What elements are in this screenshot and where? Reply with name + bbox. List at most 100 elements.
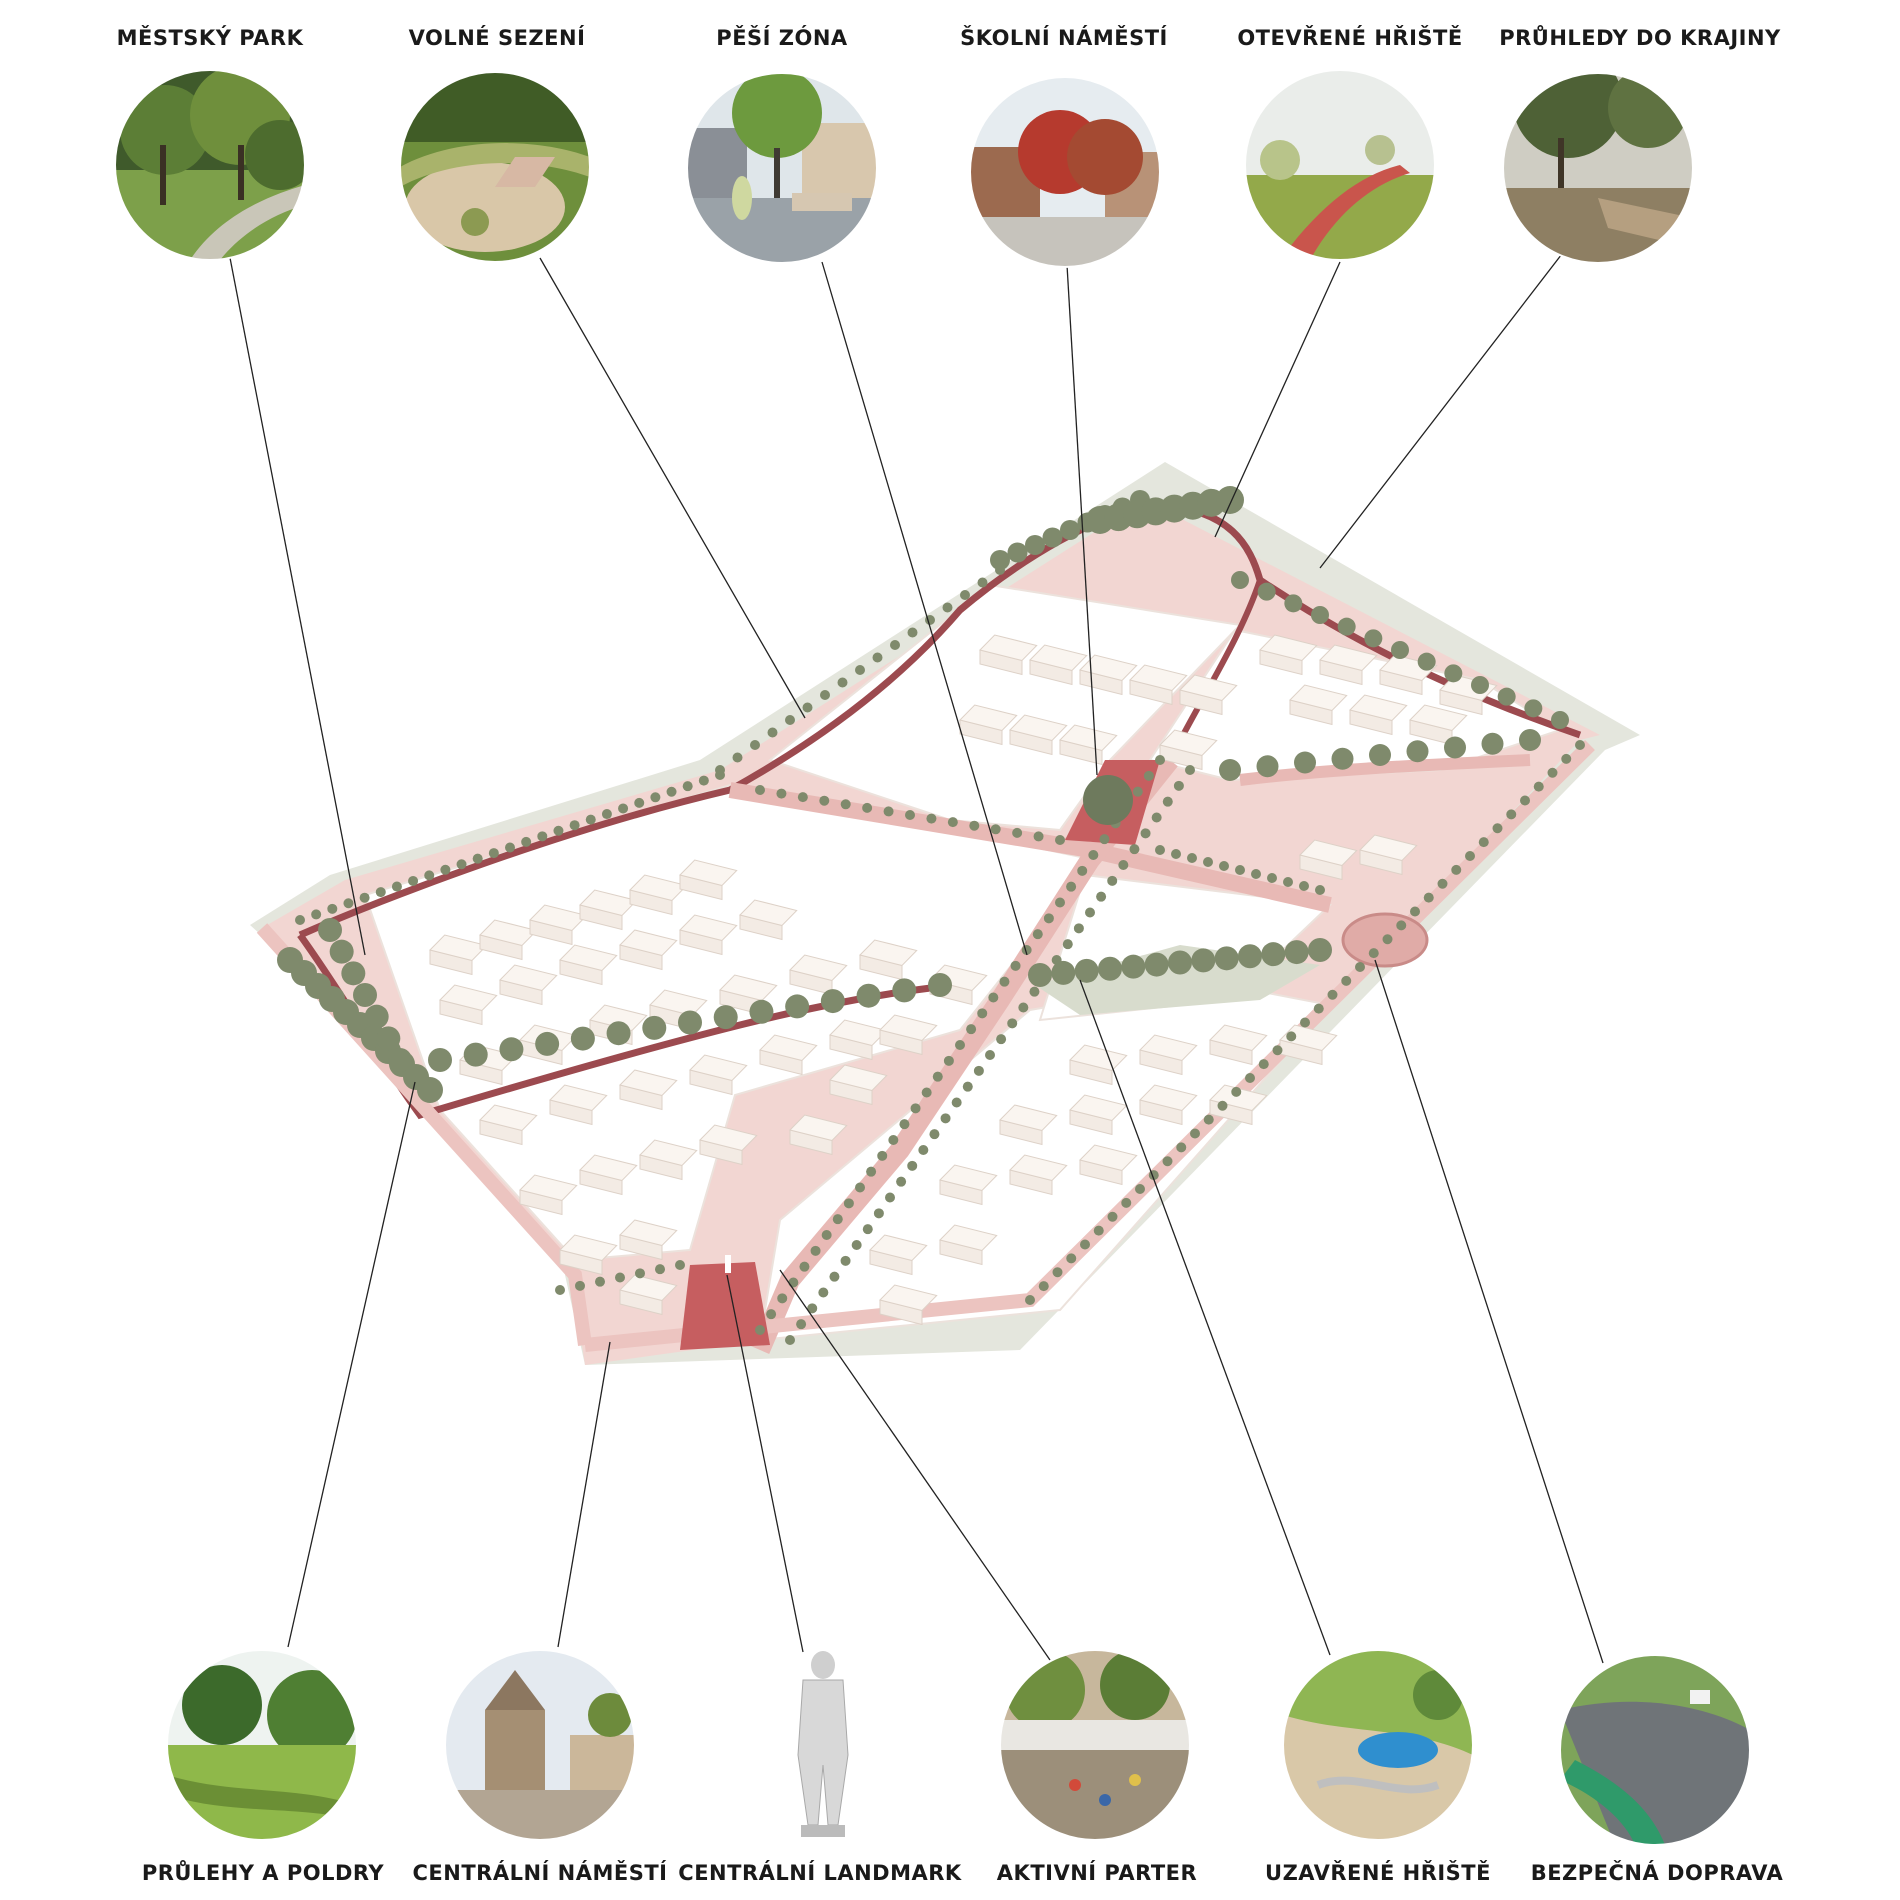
closed-playground-photo xyxy=(1282,1649,1474,1841)
building xyxy=(1009,714,1068,756)
landmark-marker xyxy=(725,1255,731,1273)
tree xyxy=(918,1145,929,1155)
tree xyxy=(1561,753,1572,764)
tree xyxy=(1085,907,1095,918)
tree xyxy=(837,677,848,688)
tree xyxy=(364,1004,389,1029)
tree xyxy=(829,1271,840,1282)
tree xyxy=(1191,948,1216,973)
tree xyxy=(1007,1018,1018,1029)
tree xyxy=(456,859,467,870)
tree xyxy=(388,1048,412,1072)
central-square xyxy=(680,1262,770,1350)
tree xyxy=(1364,629,1383,648)
tree xyxy=(883,806,894,817)
tree xyxy=(329,939,354,964)
tree xyxy=(1155,845,1165,855)
swales-photo xyxy=(166,1649,358,1841)
tree xyxy=(505,842,515,853)
building xyxy=(1179,674,1238,716)
tree xyxy=(295,915,305,925)
tree xyxy=(1382,934,1393,945)
seating-photo xyxy=(399,71,591,263)
label-pesi-zona: PĚŠÍ ZÓNA xyxy=(716,25,848,50)
tree xyxy=(843,1198,854,1209)
leader-mestsky-park xyxy=(224,231,366,956)
tree xyxy=(472,853,483,864)
tree xyxy=(1155,755,1165,765)
tree xyxy=(866,1166,877,1177)
tree xyxy=(569,820,580,831)
tree xyxy=(888,1135,899,1145)
tree xyxy=(1284,594,1303,613)
bike-lane-photo xyxy=(1559,1654,1751,1846)
tree xyxy=(655,1264,665,1275)
tree xyxy=(905,810,915,820)
site-plan xyxy=(250,462,1640,1365)
trees xyxy=(277,486,1585,1345)
tree xyxy=(1173,780,1184,791)
tree xyxy=(1217,1100,1228,1111)
label-pruhledy-a-poldry: PRŮLEHY A POLDRY xyxy=(142,1860,385,1885)
building xyxy=(679,859,738,901)
tree xyxy=(1043,913,1054,924)
building xyxy=(1409,704,1468,746)
tree xyxy=(327,903,338,914)
tree xyxy=(1093,1225,1104,1236)
building xyxy=(999,1104,1058,1146)
tree xyxy=(862,802,873,813)
tree xyxy=(749,999,774,1024)
tree xyxy=(1311,606,1329,624)
leader-pesi-zona xyxy=(821,261,1028,956)
tree xyxy=(1451,864,1462,875)
tree xyxy=(1313,1003,1324,1014)
building xyxy=(1209,1024,1268,1066)
tree xyxy=(1060,520,1080,540)
building xyxy=(479,919,538,961)
tree xyxy=(1257,582,1276,601)
tree xyxy=(873,1208,884,1219)
tree xyxy=(601,809,612,820)
building xyxy=(759,1034,818,1076)
tree xyxy=(1355,962,1365,972)
leader-otevrene-hriste xyxy=(1214,261,1341,538)
tree xyxy=(698,775,709,786)
bottom-labels: PRŮLEHY A POLDRY CENTRÁLNÍ NÁMĚSTÍ CENTR… xyxy=(142,1860,1783,1885)
tree xyxy=(635,1268,645,1279)
building xyxy=(1069,1094,1128,1136)
tree xyxy=(1437,878,1448,889)
building xyxy=(829,1019,888,1061)
tree xyxy=(570,1026,595,1051)
tree xyxy=(1272,1045,1283,1056)
tree xyxy=(928,973,952,997)
building xyxy=(519,1174,578,1216)
tree xyxy=(1235,865,1245,875)
tree xyxy=(499,1037,524,1062)
tree xyxy=(797,792,808,803)
tree xyxy=(1238,944,1262,969)
building xyxy=(1129,664,1188,706)
tree xyxy=(862,1224,873,1235)
building xyxy=(1009,1154,1068,1196)
tree xyxy=(1551,711,1569,729)
tree xyxy=(1410,906,1420,917)
building xyxy=(1029,644,1088,686)
tree xyxy=(1214,946,1239,971)
tree xyxy=(1028,963,1052,987)
leader-lines xyxy=(224,231,1604,1664)
tree xyxy=(907,1160,918,1171)
tree xyxy=(1066,881,1077,892)
tree xyxy=(1261,942,1286,967)
tree xyxy=(1162,1156,1173,1167)
tree xyxy=(1369,744,1391,766)
tree xyxy=(921,1087,932,1098)
tree xyxy=(855,665,865,675)
tree xyxy=(1118,860,1129,870)
tree xyxy=(832,1214,843,1225)
tree xyxy=(1283,877,1293,887)
market-photo xyxy=(999,1649,1191,1841)
tree xyxy=(1368,948,1379,959)
tree xyxy=(1331,747,1354,770)
tree xyxy=(1256,755,1279,778)
building xyxy=(739,899,798,941)
